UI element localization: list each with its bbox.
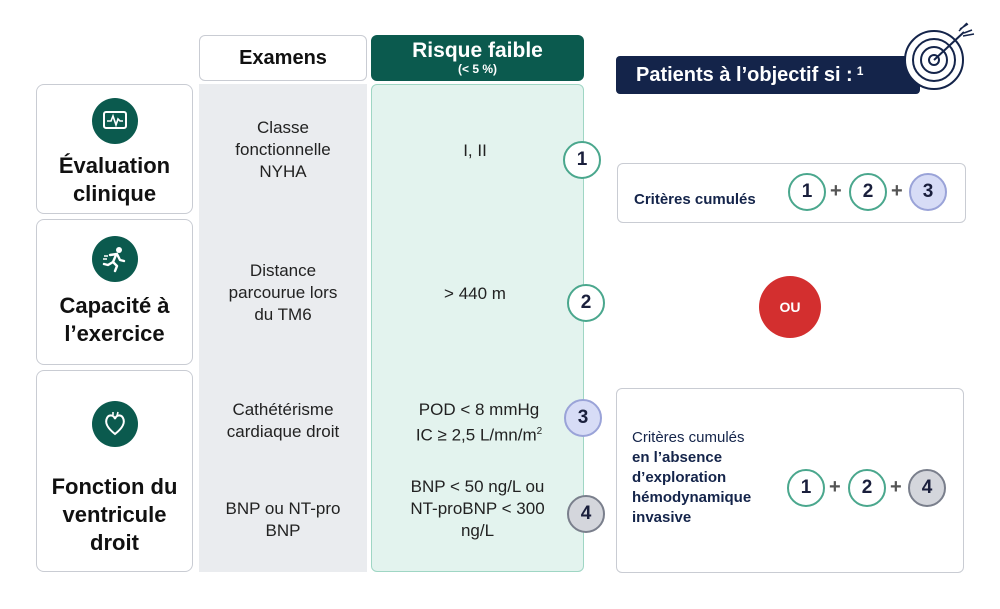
risque-faible-column	[371, 84, 584, 572]
risque-title: Risque faible	[412, 39, 543, 62]
criterion-number-1: 1	[563, 141, 601, 179]
category-capacite-exercice: Capacité à l’exercice	[36, 219, 193, 365]
risk-value-cell: > 440 m	[444, 284, 506, 303]
plus-sign: +	[830, 180, 842, 202]
category-label: Capacité à l’exercice	[59, 293, 170, 346]
plus-sign: +	[891, 180, 903, 202]
examens-column	[199, 84, 367, 572]
risk-value-cell: POD < 8 mmHg IC ≥ 2,5 L/mn/m2	[384, 399, 574, 447]
criteria2-text: Critères cumulés en l’absence d’explorat…	[632, 429, 752, 526]
heart-icon	[91, 401, 138, 447]
category-fonction-ventricule: Fonction du ventricule droit	[36, 370, 193, 572]
criteria1-number-3: 3	[909, 173, 947, 211]
exam-cell: Distance parcourue lors du TM6	[228, 261, 338, 324]
criteria2-number-4: 4	[908, 469, 946, 507]
plus-sign: +	[890, 476, 902, 498]
category-label: Évaluation clinique	[58, 153, 171, 206]
reference-superscript: 1	[856, 64, 864, 78]
criteria2-number-1: 1	[787, 469, 825, 507]
criteria1-number-1: 1	[788, 173, 826, 211]
risque-subtitle: (< 5 %)	[457, 62, 497, 76]
or-badge: OU	[759, 276, 821, 338]
risk-value-line: POD < 8 mmHg	[418, 400, 540, 419]
criteria-label: Critères cumulés	[634, 191, 756, 208]
header-risque-faible: Risque faible (< 5 %)	[371, 35, 584, 81]
target-icon	[898, 20, 978, 92]
criteria2-number-2: 2	[848, 469, 886, 507]
ecg-monitor-icon	[91, 98, 138, 144]
superscript: 2	[536, 426, 543, 437]
criteria1-number-2: 2	[849, 173, 887, 211]
exam-cell: Cathétérisme cardiaque droit	[226, 400, 340, 441]
criterion-number-3: 3	[564, 399, 602, 437]
category-label: Fonction du ventricule droit	[51, 474, 178, 555]
exam-cell: Classe fonctionnelle NYHA	[235, 118, 331, 181]
risk-value-line: IC ≥ 2,5 L/mn/m2	[415, 425, 543, 445]
exam-cell: BNP ou NT-pro BNP	[225, 499, 341, 540]
running-person-icon	[91, 236, 138, 282]
plus-sign: +	[829, 476, 841, 498]
criterion-number-2: 2	[567, 284, 605, 322]
criterion-number-4: 4	[567, 495, 605, 533]
header-examens: Examens	[199, 35, 367, 81]
risk-value-cell: I, II	[463, 141, 487, 160]
category-evaluation-clinique: Évaluation clinique	[36, 84, 193, 214]
patients-banner: Patients à l’objectif si :1	[616, 56, 920, 94]
risk-value-cell: BNP < 50 ng/L ou NT-proBNP < 300 ng/L	[410, 477, 545, 540]
